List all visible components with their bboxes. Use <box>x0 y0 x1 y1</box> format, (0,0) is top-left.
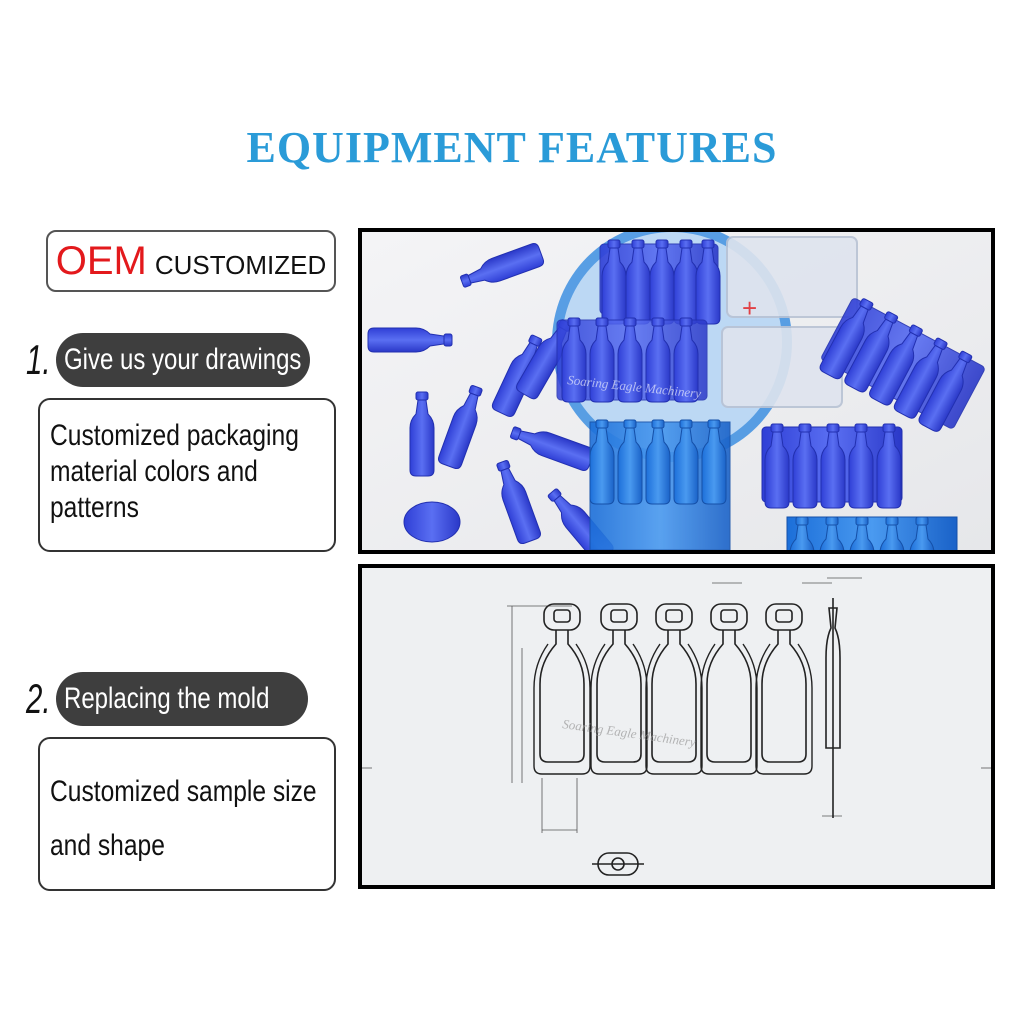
svg-text:+: + <box>742 293 757 323</box>
step-2-label: Replacing the mold <box>64 682 270 715</box>
blue-ampoule-strips-image: + Soaring Eagle Machinery <box>362 232 991 550</box>
step-1-header: 1. Give us your drawings <box>26 333 310 387</box>
mold-drawing: Soaring Eagle Machinery <box>358 564 995 889</box>
product-photo: + Soaring Eagle Machinery <box>358 228 995 554</box>
step-1-label: Give us your drawings <box>64 343 302 376</box>
step-2-header: 2. Replacing the mold <box>26 672 308 726</box>
mold-technical-drawing-image: Soaring Eagle Machinery <box>362 568 991 885</box>
step-2-description: Customized sample size and shape <box>38 737 336 891</box>
customized-label: CUSTOMIZED <box>154 249 327 280</box>
step-1-description-text: Customized packaging material colors and… <box>50 419 299 524</box>
oem-label: OEM <box>55 238 147 283</box>
step-2-description-text: Customized sample size and shape <box>50 775 317 862</box>
step-2-number: 2. <box>26 675 51 722</box>
step-2-pill: Replacing the mold <box>56 672 308 726</box>
page-title: EQUIPMENT FEATURES <box>246 123 778 172</box>
step-1-number: 1. <box>26 336 51 383</box>
oem-customized-badge: OEM CUSTOMIZED <box>46 230 336 292</box>
step-1-description: Customized packaging material colors and… <box>38 398 336 552</box>
step-1-pill: Give us your drawings <box>56 333 310 387</box>
